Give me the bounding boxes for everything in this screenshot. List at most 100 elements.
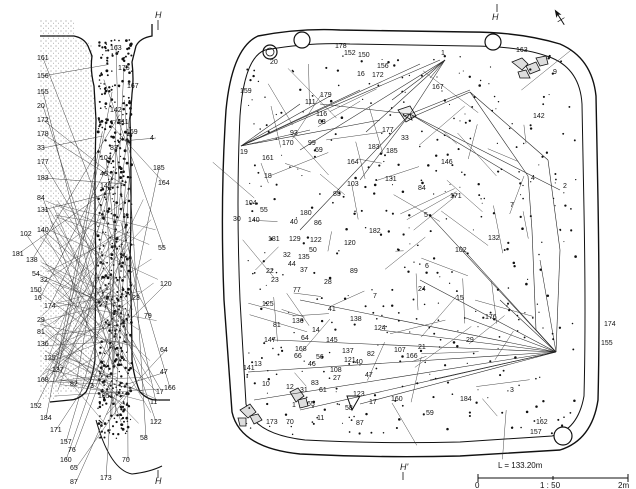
- plan-find-dot: [423, 303, 426, 306]
- plan-find-dot: [497, 100, 500, 103]
- refit-line: [268, 83, 293, 126]
- plan-find-dot: [538, 311, 540, 313]
- section-find-dot: [98, 79, 101, 81]
- section-find-dot: [110, 43, 113, 46]
- plan-find-dot: [310, 206, 314, 209]
- plan-find-dot: [375, 317, 378, 320]
- plan-find-dot: [303, 360, 305, 362]
- plan-find-dot: [393, 64, 396, 67]
- plan-label: 136: [292, 318, 304, 325]
- section-find-dot: [130, 362, 133, 365]
- plan-find-dot: [338, 250, 340, 252]
- refit-line: [212, 162, 255, 199]
- section-leader-line: [105, 170, 107, 175]
- plan-find-dot: [320, 319, 324, 323]
- plan-find-dot: [529, 124, 532, 127]
- section-leader-line: [54, 388, 160, 397]
- section-find-dot: [130, 216, 132, 219]
- section-leader-line: [56, 289, 110, 304]
- section-find-dot: [128, 101, 132, 105]
- plan-label: 58: [345, 405, 353, 412]
- section-find-dot: [131, 70, 133, 72]
- plan-label: 116: [316, 111, 327, 118]
- plan-find-dot: [557, 418, 560, 421]
- refit-line: [273, 339, 557, 353]
- section-leader-line: [111, 125, 165, 184]
- section-leader-line: [120, 243, 157, 403]
- plan-find-dot: [518, 171, 520, 173]
- plan-find-dot: [288, 312, 290, 314]
- section-label: 11: [150, 399, 157, 406]
- section-find-dot: [111, 54, 114, 57]
- plan-find-dot: [487, 397, 489, 399]
- plan-find-dot: [441, 90, 443, 92]
- plan-find-dot: [364, 305, 367, 308]
- plan-label: 164: [347, 159, 359, 166]
- plan-find-dot: [563, 192, 565, 194]
- section-find-dot: [121, 57, 125, 61]
- section-find-dot: [125, 382, 128, 385]
- refit-line: [522, 211, 529, 239]
- section-find-dot: [104, 106, 106, 108]
- section-find-dot: [103, 210, 106, 212]
- plan-find-dot: [488, 83, 490, 85]
- plan-find-dot: [409, 243, 411, 245]
- refit-line: [242, 239, 275, 278]
- plan-find-dot: [506, 305, 508, 307]
- plan-find-dot: [541, 155, 544, 158]
- section-find-dot: [114, 324, 116, 327]
- plan-label: 40: [290, 219, 298, 226]
- plan-label: 121: [344, 357, 356, 364]
- plan-find-dot: [523, 142, 525, 145]
- section-leader-line: [47, 227, 126, 280]
- plan-find-dot: [420, 130, 423, 133]
- plan-label: 122: [310, 237, 322, 244]
- plan-find-dot: [473, 96, 476, 99]
- section-leader-line: [105, 185, 115, 369]
- refit-line: [469, 91, 549, 161]
- section-find-dot: [101, 404, 104, 406]
- section-leader-line: [101, 229, 151, 317]
- section-label: 160: [60, 457, 72, 464]
- section-find-dot: [102, 394, 105, 397]
- plan-label: 173: [266, 419, 278, 426]
- plan-label: 84: [418, 185, 426, 192]
- section-label: 161: [37, 55, 49, 62]
- section-find-dot: [125, 39, 128, 42]
- section-find-dot: [105, 402, 108, 405]
- plan-find-dot: [525, 410, 529, 414]
- section-leader-line: [45, 368, 143, 392]
- refit-line: [539, 259, 557, 353]
- plan-find-dot: [248, 352, 250, 354]
- section-leader-line: [48, 229, 158, 280]
- plan-find-dot: [428, 214, 432, 217]
- section-leader-line: [126, 254, 129, 461]
- refit-line: [409, 89, 471, 115]
- plan-label: 180: [300, 210, 312, 217]
- plan-label: 31: [300, 387, 308, 394]
- plan-label: 24: [418, 286, 426, 293]
- plan-outer-outline: [221, 28, 600, 458]
- refit-lines: [212, 49, 572, 460]
- section-find-dot: [116, 298, 120, 302]
- plan-label: 155: [601, 340, 613, 347]
- plan-find-dot: [422, 287, 425, 290]
- section-label: 4: [150, 135, 154, 142]
- plan-find-dot: [323, 370, 325, 373]
- posthole-bottom: [553, 426, 573, 446]
- plan-find-dot: [419, 145, 421, 148]
- section-find-dot: [99, 123, 102, 126]
- section-find-dot: [103, 384, 105, 386]
- plan-label: 9: [553, 69, 557, 76]
- section-find-dot: [130, 244, 133, 246]
- plan-find-dot: [515, 146, 518, 149]
- plan-find-dot: [436, 271, 439, 274]
- plan-label: 132: [488, 235, 500, 242]
- section-find-dot: [129, 176, 132, 179]
- section-find-dot: [120, 356, 124, 360]
- section-leader-line: [59, 384, 129, 395]
- section-leader-line: [40, 286, 109, 378]
- plan-find-dot: [382, 325, 384, 327]
- plan-find-dot: [260, 357, 263, 359]
- plan-label: 12: [286, 384, 294, 391]
